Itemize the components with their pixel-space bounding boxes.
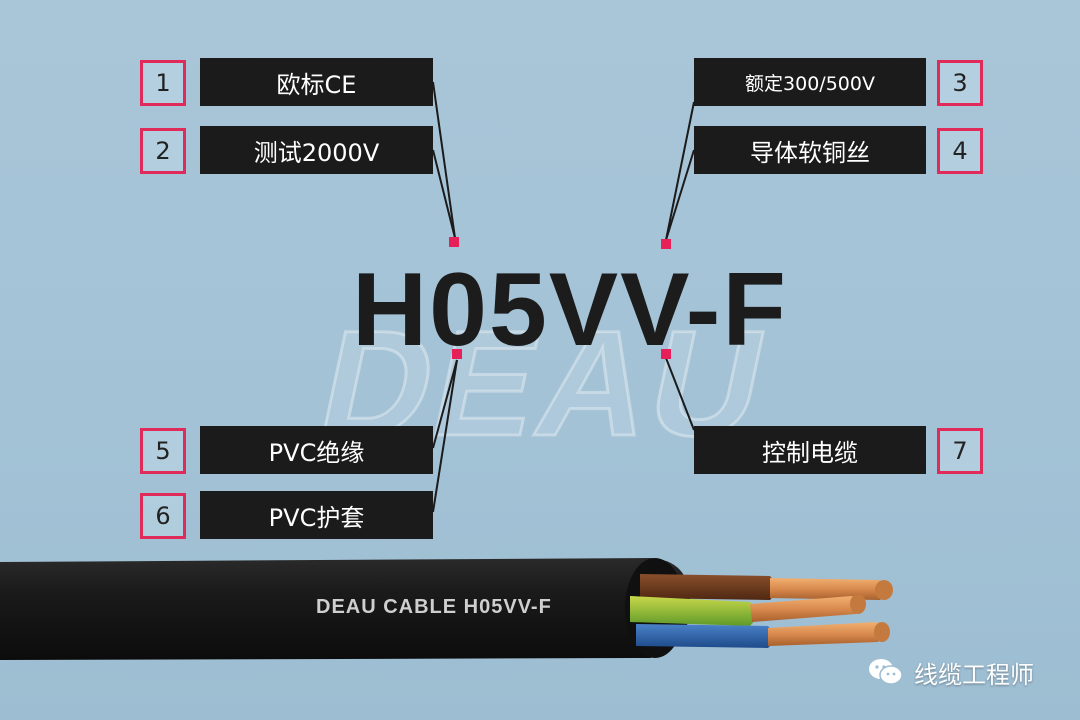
label-rated-voltage: 额定300/500V xyxy=(694,58,926,106)
copper-tip-3 xyxy=(874,622,890,642)
core-blue xyxy=(636,624,774,648)
label-control-cable: 控制电缆 xyxy=(694,426,926,474)
label-number-4: 4 xyxy=(937,128,983,174)
label-number-2: 2 xyxy=(140,128,186,174)
copper-strand-1 xyxy=(770,578,886,600)
copper-tip-1 xyxy=(875,580,893,600)
label-number-3: 3 xyxy=(937,60,983,106)
core-green-yellow xyxy=(630,596,756,626)
label-number-1: 1 xyxy=(140,60,186,106)
brand-name: 线缆工程师 xyxy=(914,660,1034,689)
copper-strand-2 xyxy=(750,596,860,622)
label-ce-mark: 欧标CE xyxy=(200,58,433,106)
marker-bottom-right xyxy=(661,349,671,359)
label-pvc-sheath: PVC护套 xyxy=(200,491,433,539)
marker-bottom-left xyxy=(452,349,462,359)
marker-top-left xyxy=(449,237,459,247)
label-pvc-insulation: PVC绝缘 xyxy=(200,426,433,474)
cable-sheath xyxy=(0,558,690,660)
label-number-7: 7 xyxy=(937,428,983,474)
core-brown xyxy=(640,574,776,600)
wechat-icon xyxy=(869,659,903,685)
marker-top-right xyxy=(661,239,671,249)
label-number-5: 5 xyxy=(140,428,186,474)
label-number-6: 6 xyxy=(140,493,186,539)
label-test-voltage: 测试2000V xyxy=(200,126,433,174)
copper-tip-2 xyxy=(850,594,866,614)
label-conductor: 导体软铜丝 xyxy=(694,126,926,174)
cable-print-text: DEAU CABLE H05VV-F xyxy=(316,596,552,618)
brand-watermark: 线缆工程师 xyxy=(868,652,1068,692)
cable-illustration xyxy=(0,558,893,660)
model-title: H05VV-F xyxy=(352,252,788,368)
copper-strand-3 xyxy=(768,622,883,646)
